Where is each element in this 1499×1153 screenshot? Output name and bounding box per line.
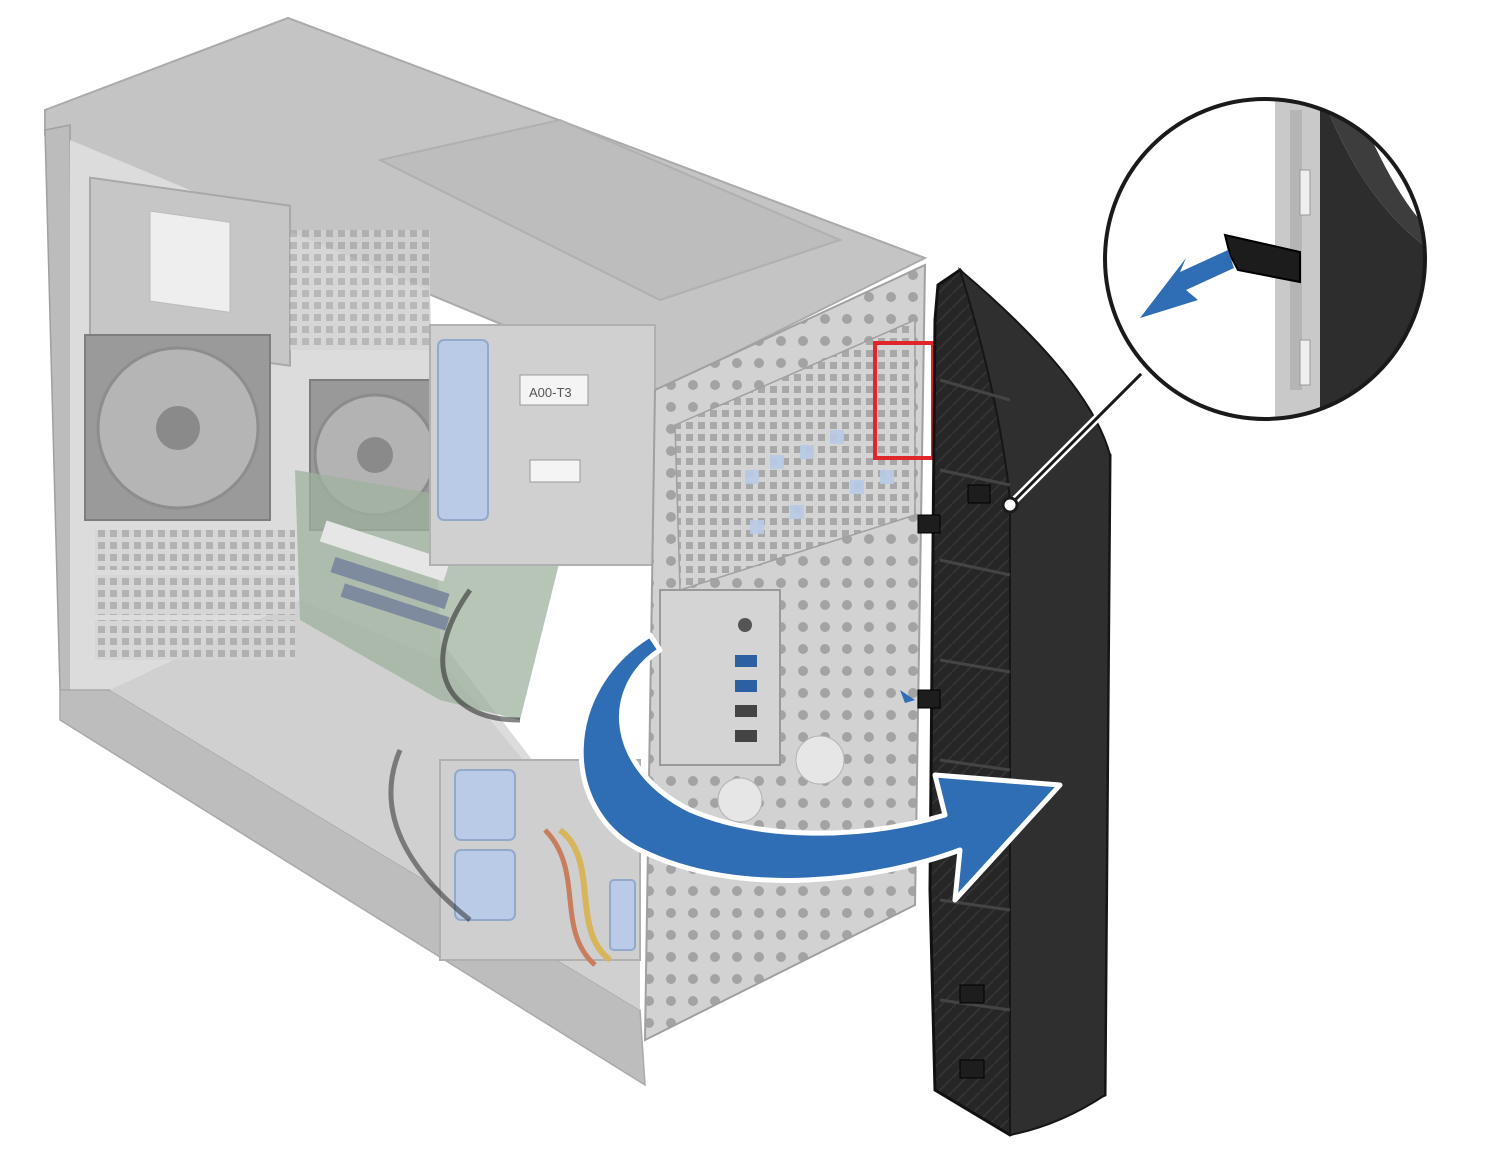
curved-arrow-icon	[578, 632, 1063, 903]
blue-release-tab	[437, 339, 489, 521]
usb-port	[735, 655, 757, 667]
usb-port	[735, 730, 757, 742]
computer-chassis: A00-T3	[44, 16, 935, 1087]
zoom-callout	[1001, 90, 1434, 514]
optical-drive-bay: A00-T3	[429, 324, 656, 566]
chassis-bottom-floor	[59, 689, 646, 1087]
bezel-clips	[917, 484, 991, 1079]
cable	[440, 588, 521, 723]
usb-port	[735, 680, 757, 692]
chassis-label: A00-T3	[529, 385, 572, 400]
release-arrow-icon	[1140, 250, 1234, 318]
straight-arrow-icon	[900, 690, 915, 703]
zoom-detail	[1105, 99, 1425, 419]
front-io-panel	[659, 589, 845, 823]
front-bezel	[900, 267, 1112, 1137]
expansion-slot-covers	[95, 530, 295, 660]
rear-fan	[84, 334, 271, 521]
zoom-circle-outline	[1103, 97, 1427, 421]
bezel-tab-zoomed	[1223, 233, 1301, 284]
usb-port	[735, 705, 757, 717]
power-supply-label	[149, 210, 231, 313]
